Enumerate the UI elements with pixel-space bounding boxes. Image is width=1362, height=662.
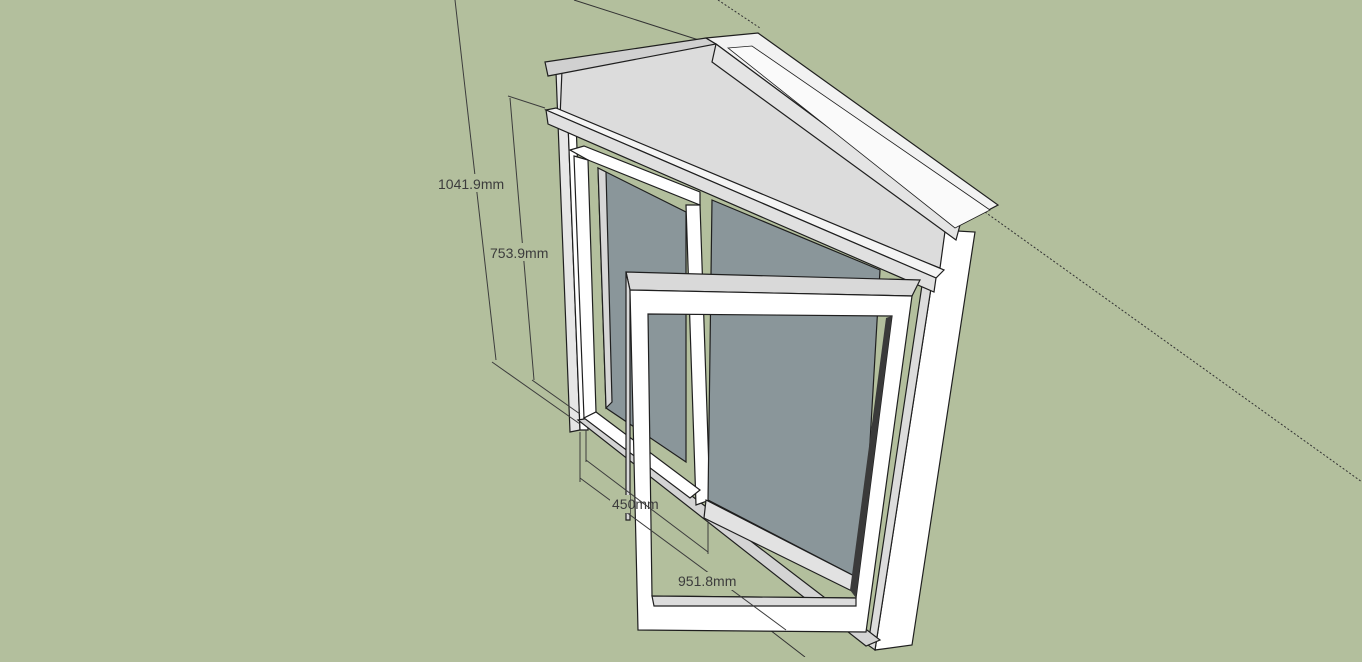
dim-label-bg-4	[676, 572, 746, 590]
guide-line-top	[573, 0, 706, 43]
sash-inner-sill	[651, 595, 857, 607]
guide-line-dotted-top	[717, 0, 761, 29]
dim-label-bg-2	[488, 243, 558, 261]
dim-line-height-inner[interactable]	[509, 97, 535, 381]
dim-line-depth-inner[interactable]	[585, 459, 709, 553]
sash-inner-shadow	[850, 316, 892, 598]
dim-label-bg-1	[436, 174, 514, 192]
fixed-window-top-rail[interactable]	[568, 145, 701, 206]
pediment-cap-top	[726, 45, 991, 229]
pediment[interactable]	[544, 32, 1000, 269]
dim-label-bg-3	[610, 495, 630, 513]
dim-label-depth-overall[interactable]: 951.8mm	[678, 573, 736, 589]
dim-label-height-inner[interactable]: 753.9mm	[490, 245, 548, 261]
dim-label-height-overall[interactable]: 1041.9mm	[438, 176, 504, 192]
dim-ext-height-inner	[507, 95, 546, 109]
dim-ext-base-inner	[531, 379, 581, 415]
dim-ext-base-overall	[491, 361, 581, 425]
guide-lines	[573, 0, 1362, 658]
fixed-window-reveal	[597, 167, 613, 410]
window-casing[interactable]	[555, 71, 976, 652]
open-sash[interactable]	[625, 271, 921, 633]
dimension-labels: 1041.9mm 753.9mm 450mm 951.8mm	[436, 174, 746, 590]
head-rail[interactable]	[543, 107, 946, 293]
head-rail-face[interactable]	[545, 109, 937, 293]
dim-label-depth-inner[interactable]: 450mm	[612, 496, 659, 512]
guide-line-bottom	[769, 629, 806, 658]
guide-line-dotted-right	[984, 211, 1362, 483]
sash-left-edge[interactable]	[625, 271, 631, 521]
fixed-window-mullion[interactable]	[685, 204, 711, 506]
